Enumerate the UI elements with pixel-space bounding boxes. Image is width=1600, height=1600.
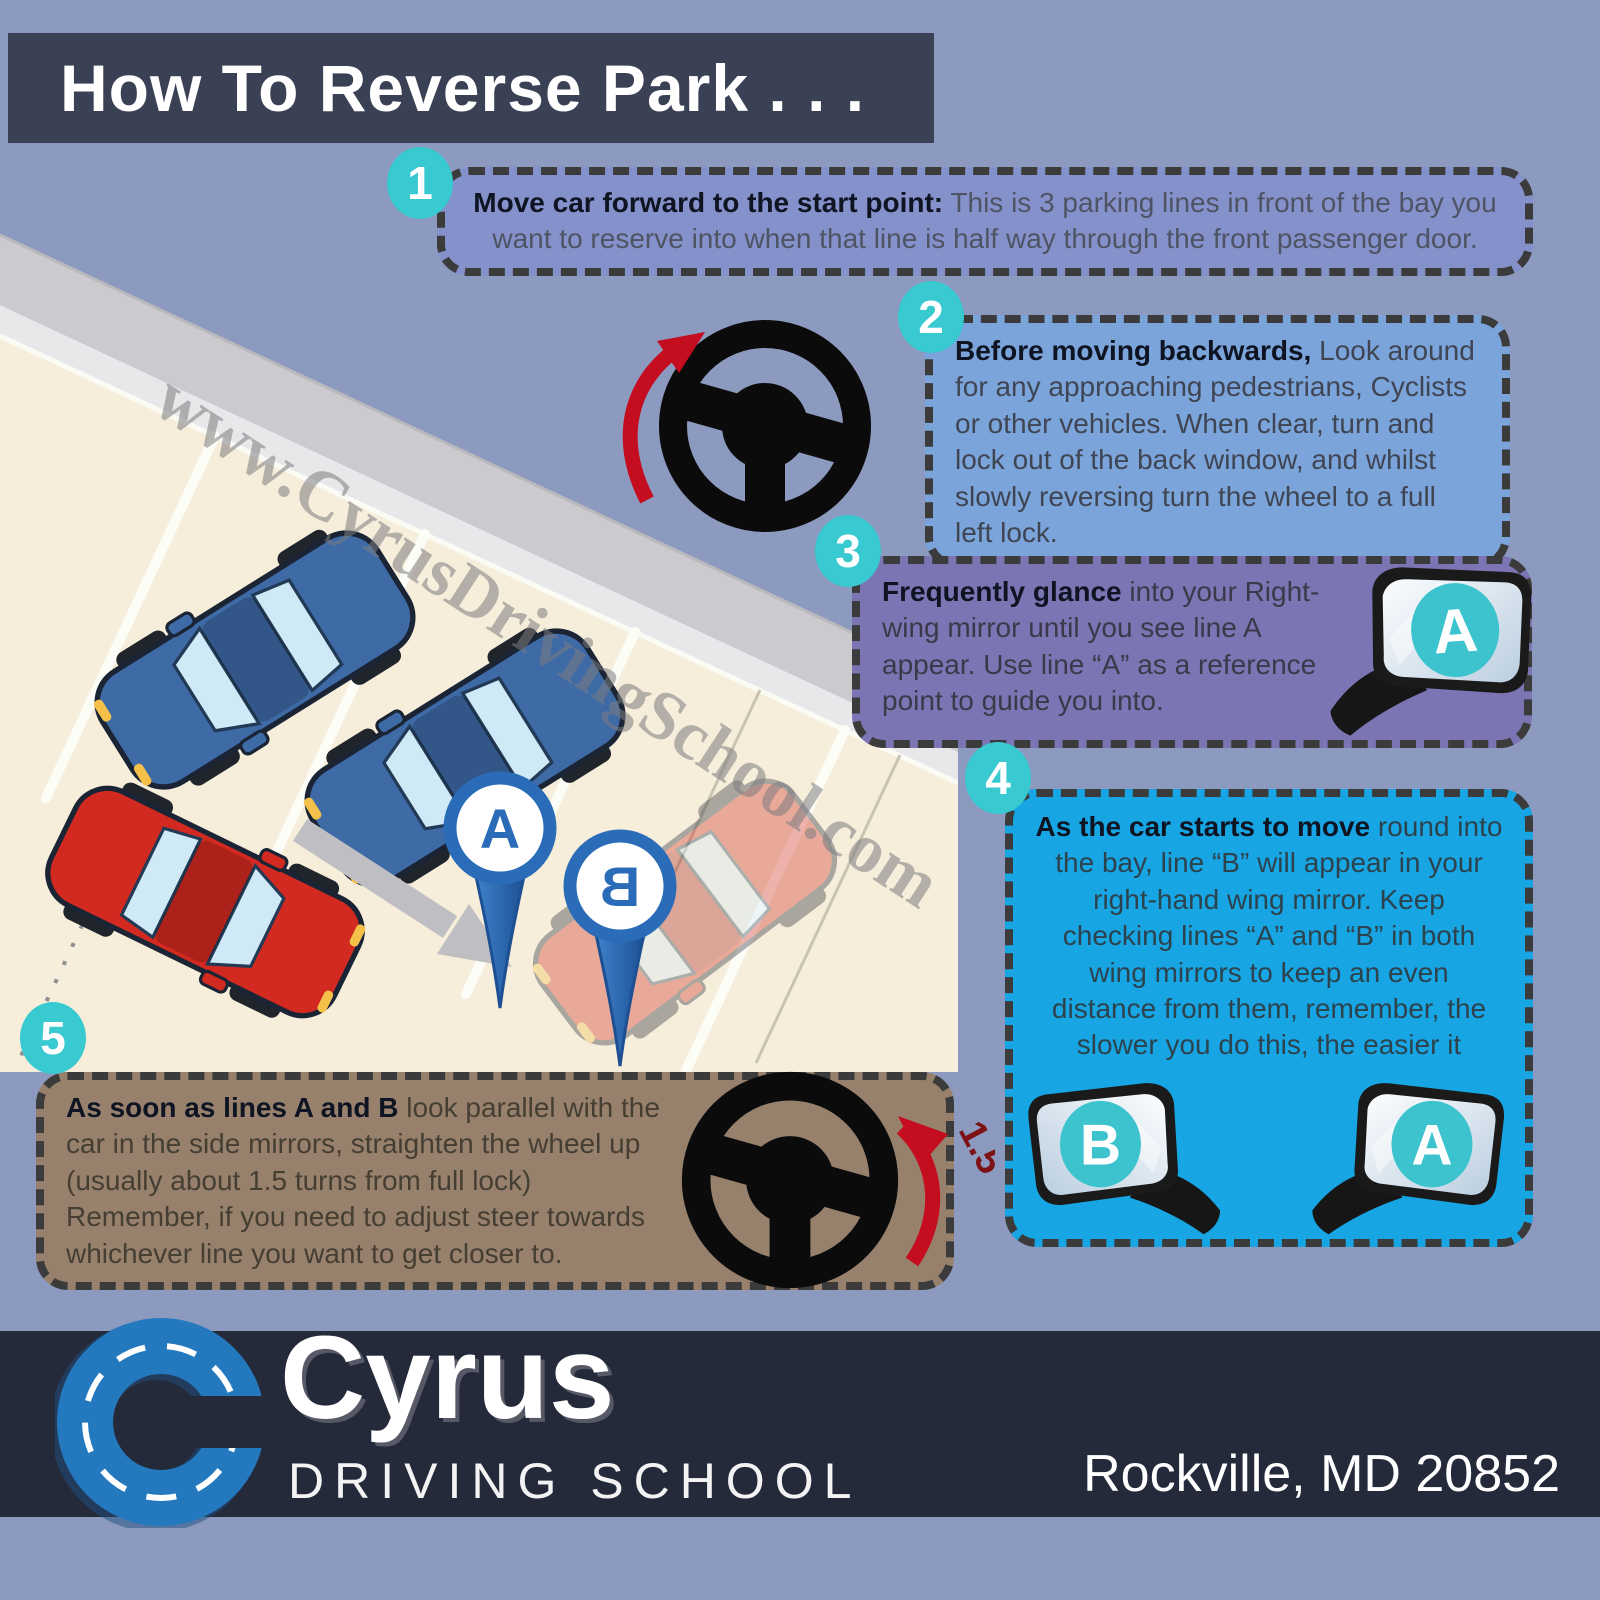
step-2-text: Look around for any approaching pedestri… <box>955 335 1475 548</box>
step-1-lead: Move car forward to the start point: <box>473 187 944 218</box>
map-pin-b: B <box>570 836 670 1066</box>
steering-wheel-icon <box>622 288 915 553</box>
curb-face <box>0 305 958 783</box>
step-3-number: 3 <box>815 515 881 587</box>
mirror-a2-label: A <box>1411 1113 1452 1177</box>
turn-back-arrow-icon <box>896 1116 948 1267</box>
brand-tagline: DRIVING SCHOOL <box>288 1453 862 1509</box>
step-3-text: into your Right-wing mirror until you se… <box>882 576 1320 717</box>
step-1-box: Move car forward to the start point: Thi… <box>437 167 1533 276</box>
step-5-text: look parallel with the car in the side m… <box>66 1092 660 1269</box>
step-4-number: 4 <box>965 742 1031 814</box>
page-title: How To Reverse Park . . . <box>60 51 866 125</box>
pin-a-label: A <box>480 797 520 860</box>
steering-wheel-straighten-icon: 1.5 <box>650 1066 995 1294</box>
step-2-number: 2 <box>898 281 964 353</box>
sidewalk-curb <box>0 235 958 752</box>
step-5-lead: As soon as lines A and B <box>66 1092 399 1123</box>
step-4-text: round into the bay, line “B” will appear… <box>1051 811 1503 1061</box>
title-bar: How To Reverse Park . . . <box>8 33 934 143</box>
step-1-number: 1 <box>387 147 453 219</box>
turns-label: 1.5 <box>950 1115 995 1181</box>
wing-mirrors-pair: B A <box>1028 1083 1505 1235</box>
pin-b-label: B <box>600 855 640 918</box>
wing-mirror-icon: A <box>1320 558 1541 737</box>
mirror-b-label: B <box>1080 1113 1121 1177</box>
location-text: Rockville, MD 20852 <box>1083 1445 1560 1503</box>
step-4-lead: As the car starts to move <box>1035 811 1371 842</box>
step-2-box: Before moving backwards, Look around for… <box>925 315 1510 570</box>
map-pin-a: A <box>450 778 550 1008</box>
brand-name: Cyrus <box>280 1312 615 1444</box>
step-3-lead: Frequently glance <box>882 576 1122 607</box>
mirror-a-label: A <box>1431 596 1480 668</box>
wing-mirror-b-icon: B <box>1028 1083 1221 1235</box>
step-5-number: 5 <box>20 1002 86 1074</box>
turn-arrow-icon <box>622 332 705 504</box>
cyrus-logo-icon <box>55 1318 267 1528</box>
step-2-lead: Before moving backwards, <box>955 335 1312 366</box>
wing-mirror-a-icon: A <box>1312 1083 1505 1235</box>
step-1-text: This is 3 parking lines in front of the … <box>492 187 1497 255</box>
parking-lot-illustration: A B www.CyrusDrivingSchool.com <box>0 233 958 1072</box>
